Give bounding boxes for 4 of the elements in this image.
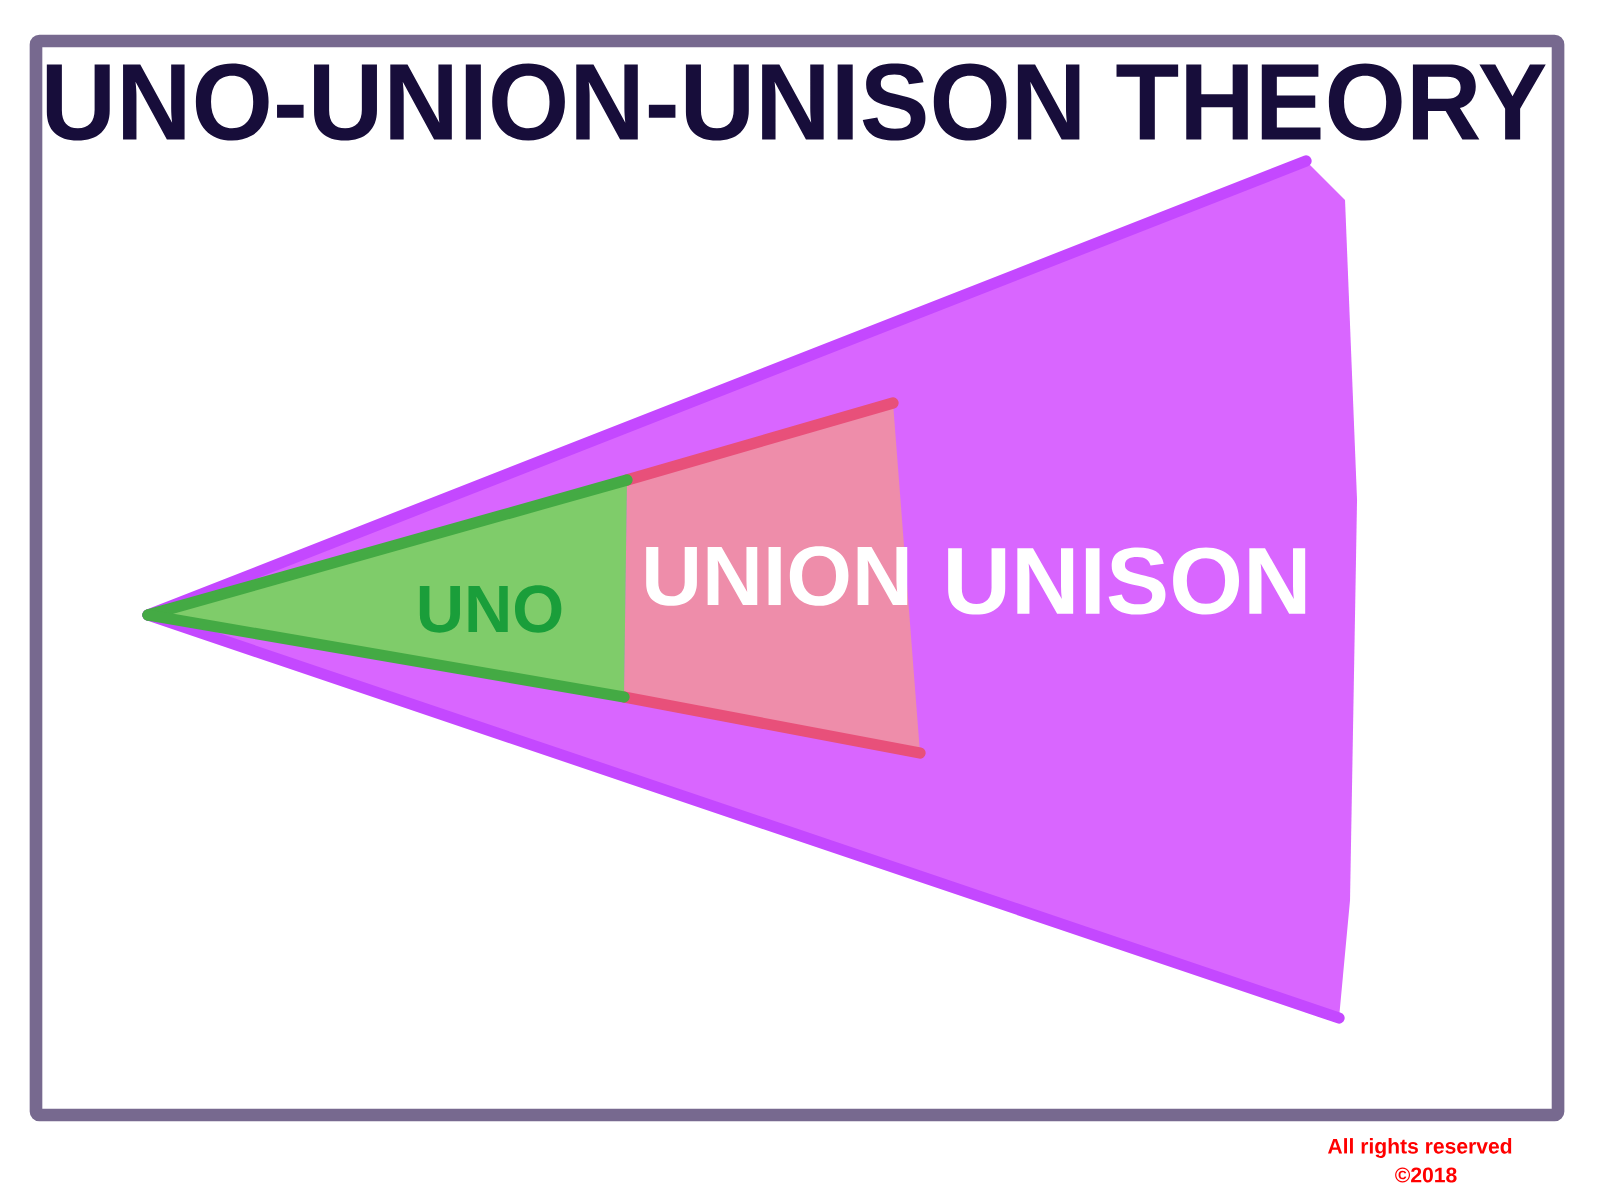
inner-wedge-region: UNO	[142, 474, 633, 703]
copyright-note: All rights reserved	[1328, 1138, 1512, 1158]
copyright-note: ©2018	[1395, 1167, 1457, 1183]
title: UNO-UNION-UNISON THEORY	[46, 63, 1546, 141]
